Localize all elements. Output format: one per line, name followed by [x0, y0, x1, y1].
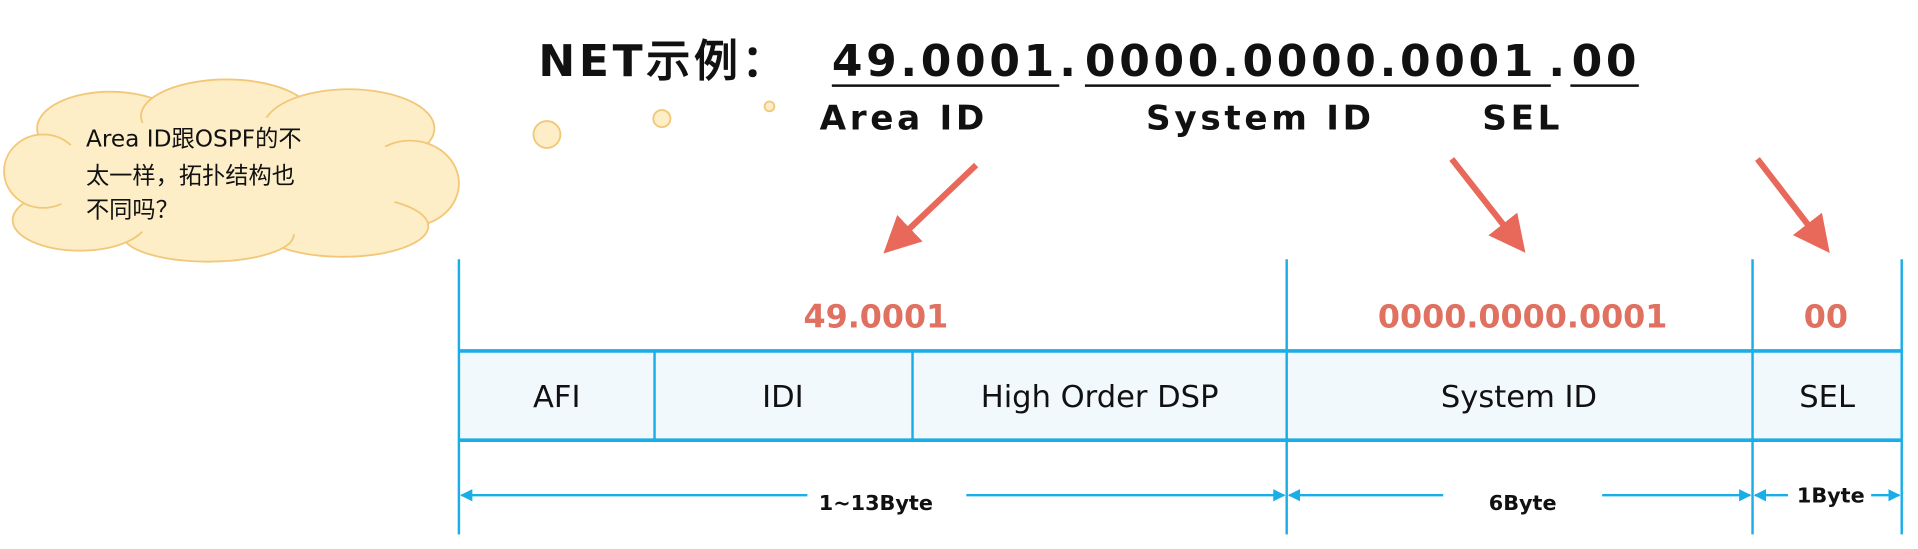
table-lines [457, 259, 1903, 535]
arrow-sel [1755, 157, 1830, 253]
cell-idi: IDI [762, 380, 804, 415]
cloud-text-line-3: 不同吗？ [86, 197, 179, 224]
value-sel: 00 [1804, 299, 1848, 336]
net-system-part: 0000.0000.0001 [1085, 36, 1537, 87]
net-dot: . [1548, 36, 1568, 87]
label-system-id: System ID [1146, 99, 1375, 139]
cell-system-id: System ID [1441, 380, 1597, 415]
thought-cloud [3, 78, 776, 263]
bytes-area: 1~13Byte [819, 491, 933, 515]
value-area-id: 49.0001 [803, 299, 948, 336]
net-example-label: NET示例： [538, 36, 789, 87]
bytes-system: 6Byte [1489, 491, 1557, 515]
cloud-text-line-2: 太一样，拓扑结构也 [86, 162, 295, 189]
arrow-area [883, 162, 979, 254]
field-row [458, 350, 1902, 441]
cloud-text-line-1: Area ID跟OSPF的不 [86, 126, 302, 153]
value-system-id: 0000.0000.0001 [1378, 299, 1668, 336]
net-dot: . [1059, 36, 1079, 87]
cell-high-order-dsp: High Order DSP [981, 380, 1219, 415]
cell-afi: AFI [533, 380, 580, 415]
net-sel-part: 00 [1572, 36, 1641, 87]
label-area-id: Area ID [820, 99, 988, 139]
net-area-part: 49.0001 [832, 36, 1058, 87]
cell-sel: SEL [1799, 380, 1855, 415]
label-sel: SEL [1482, 99, 1563, 139]
arrow-system [1449, 157, 1526, 253]
bytes-sel: 1Byte [1797, 484, 1865, 508]
